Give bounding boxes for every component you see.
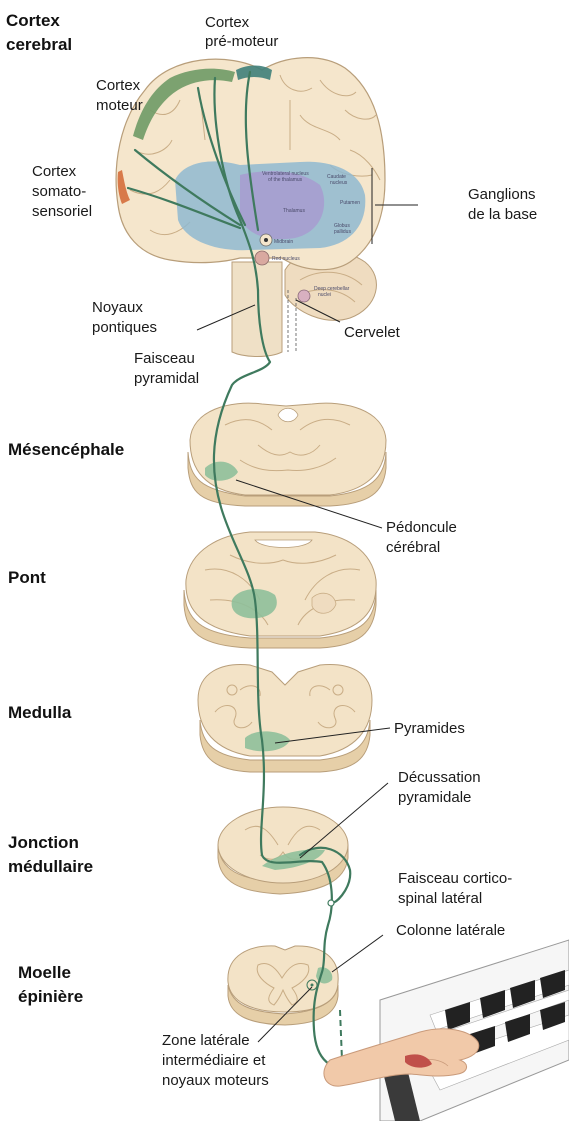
label-cortex-moteur-1: Cortex (96, 77, 141, 94)
pont-section (184, 532, 376, 648)
label-cortex-premoteur-1: Cortex (205, 14, 250, 31)
label-noyaux-pontiques-1: Noyaux (92, 299, 143, 316)
piano-illustration (324, 940, 569, 1121)
midbrain-label: Midbrain (274, 239, 293, 245)
label-noyaux-pontiques-2: pontiques (92, 319, 157, 336)
label-jonction-1: Jonction (8, 833, 79, 852)
label-faisceau-pyramidal-1: Faisceau (134, 350, 195, 367)
label-cortex-cerebral-2: cerebral (6, 35, 72, 54)
label-medulla: Medulla (8, 703, 72, 722)
label-pont: Pont (8, 568, 46, 587)
label-ganglions-2: de la base (468, 206, 537, 223)
label-moelle-1: Moelle (18, 963, 71, 982)
label-mesencephale: Mésencéphale (8, 440, 124, 459)
caudate-label-2: nucleus (330, 180, 348, 186)
medulla-section (198, 664, 372, 772)
label-cortex-premoteur-2: pré-moteur (205, 33, 278, 50)
label-colonne-laterale: Colonne latérale (396, 922, 505, 939)
label-faisceau-cortico-1: Faisceau cortico- (398, 870, 512, 887)
spinal-cord-section (228, 946, 338, 1025)
deep-cerebellar-nucleus (298, 290, 310, 302)
junction-section (218, 807, 348, 894)
ventrolateral-label-2: of the thalamus (268, 177, 303, 183)
label-cortex-somato-1: Cortex (32, 163, 77, 180)
label-cortex-somato-3: sensoriel (32, 203, 92, 220)
label-zone-laterale-2: intermédiaire et (162, 1052, 266, 1069)
globus-label-2: pallidus (334, 229, 351, 235)
label-moelle-2: épinière (18, 987, 83, 1006)
red-nucleus (255, 251, 269, 265)
label-cortex-moteur-2: moteur (96, 97, 143, 114)
label-pyramides: Pyramides (394, 720, 465, 737)
red-nucleus-label: Red nucleus (272, 256, 300, 262)
label-pedoncule-1: Pédoncule (386, 519, 457, 536)
label-zone-laterale-3: noyaux moteurs (162, 1072, 269, 1089)
label-faisceau-cortico-2: spinal latéral (398, 890, 482, 907)
label-decussation-2: pyramidale (398, 789, 471, 806)
label-cortex-somato-2: somato- (32, 183, 86, 200)
label-decussation-1: Décussation (398, 769, 481, 786)
label-cervelet: Cervelet (344, 324, 401, 341)
brain-coronal-section: Ventrolateral nucleus of the thalamus Ca… (116, 58, 385, 357)
deep-cerebellar-label-2: nuclei (318, 292, 331, 298)
label-faisceau-pyramidal-2: pyramidal (134, 370, 199, 387)
label-jonction-2: médullaire (8, 857, 93, 876)
label-cortex-cerebral-1: Cortex (6, 11, 60, 30)
putamen-label: Putamen (340, 200, 360, 206)
label-ganglions-1: Ganglions (468, 186, 536, 203)
thalamus-label: Thalamus (283, 208, 305, 214)
label-zone-laterale-1: Zone latérale (162, 1032, 250, 1049)
label-pedoncule-2: cérébral (386, 539, 440, 556)
